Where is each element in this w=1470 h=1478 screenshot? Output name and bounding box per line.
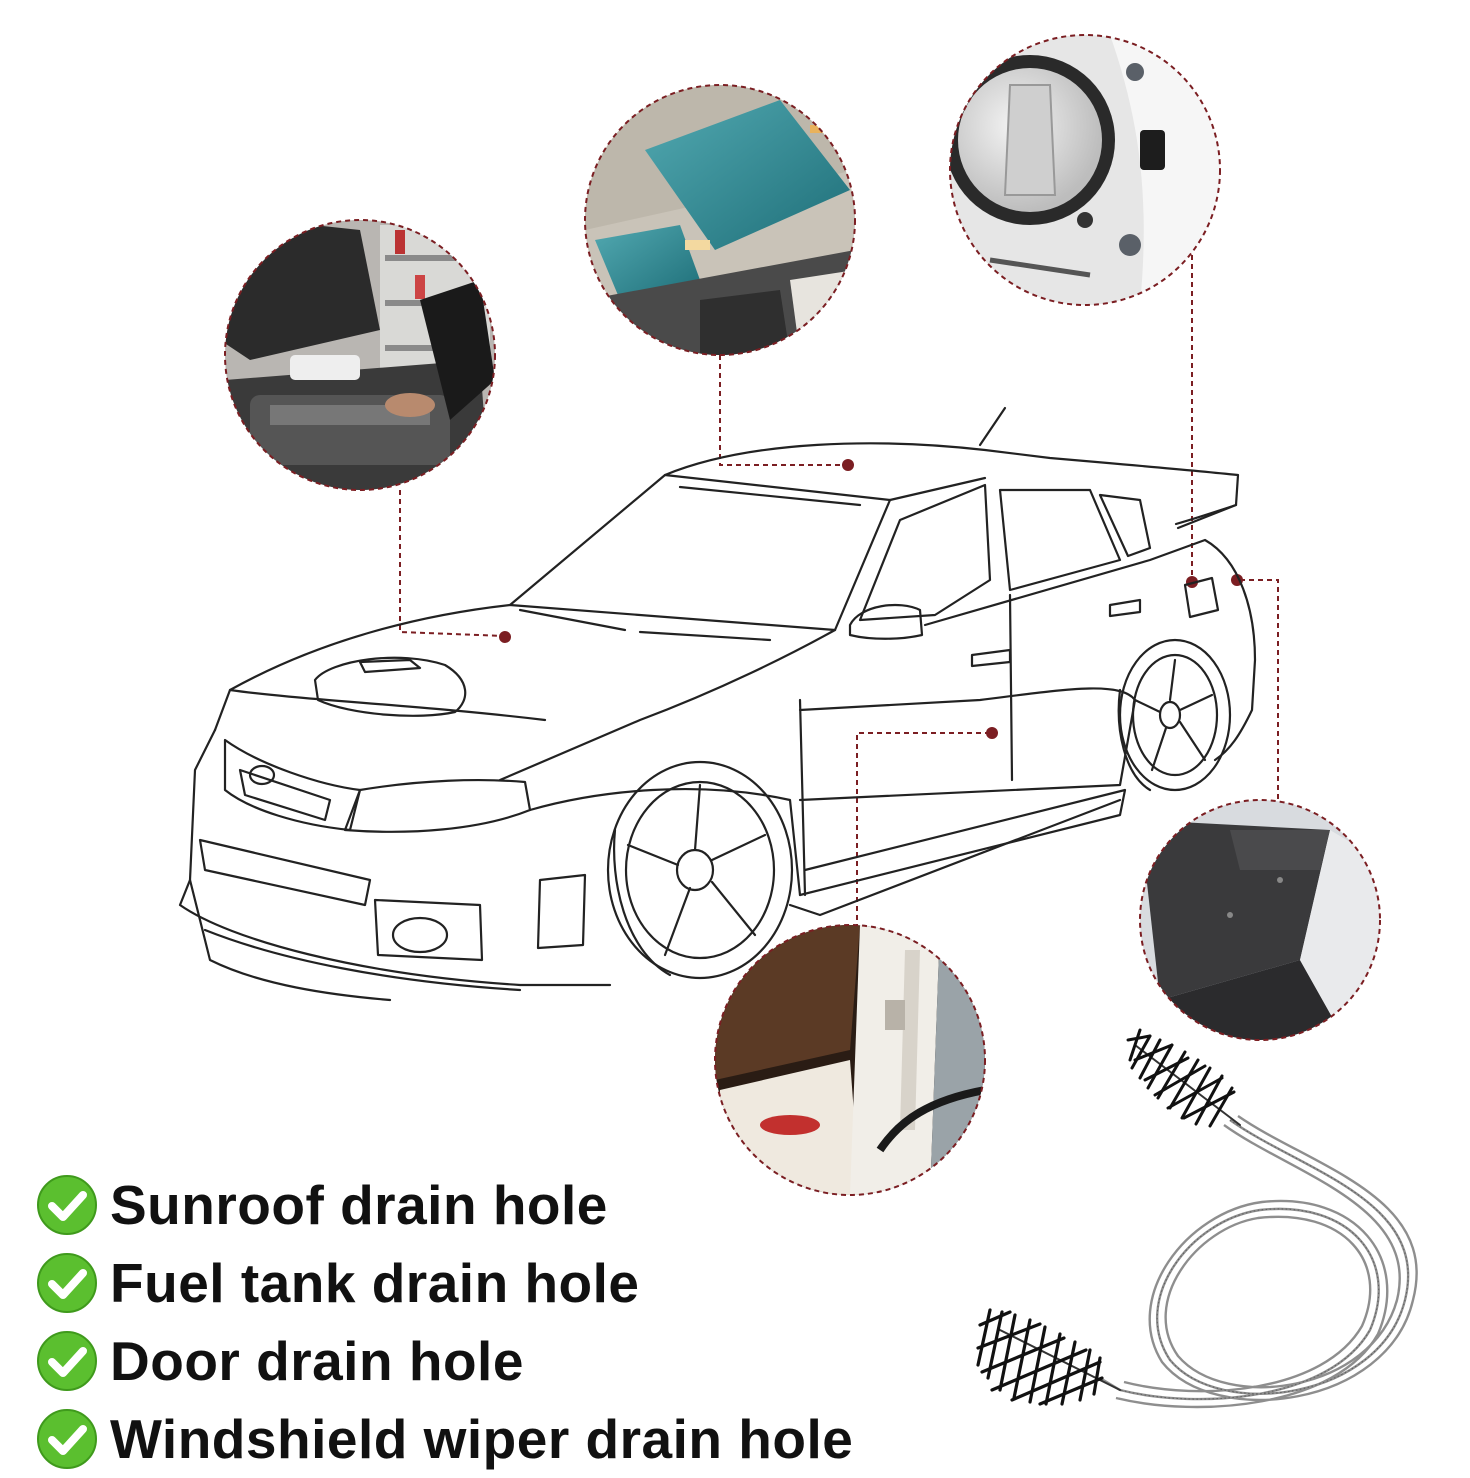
check-circle-icon [37, 1175, 97, 1235]
feature-item-windshield-wiper: Windshield wiper drain hole [36, 1400, 1016, 1478]
feature-item-sunroof: Sunroof drain hole [36, 1166, 1016, 1244]
car-line-drawing [178, 406, 1257, 1002]
flexible-brush-icon [976, 1028, 1418, 1409]
feature-label: Door drain hole [110, 1330, 524, 1392]
door-frame-photo [714, 924, 986, 1196]
feature-item-fuel-tank: Fuel tank drain hole [36, 1244, 1016, 1322]
engine-bay-photo [224, 219, 496, 491]
check-circle-icon [37, 1331, 97, 1391]
feature-label: Windshield wiper drain hole [110, 1408, 854, 1470]
check-circle-icon [37, 1409, 97, 1469]
sunroof-photo [584, 84, 856, 356]
feature-item-door: Door drain hole [36, 1322, 1016, 1400]
feature-list: Sunroof drain hole Fuel tank drain hole … [36, 1166, 1016, 1478]
leader-lines [399, 255, 1279, 925]
feature-label: Fuel tank drain hole [110, 1252, 640, 1314]
feature-label: Sunroof drain hole [110, 1174, 608, 1236]
trunk-photo [1139, 799, 1381, 1041]
fuel-cap-photo [949, 34, 1221, 306]
check-circle-icon [37, 1253, 97, 1313]
